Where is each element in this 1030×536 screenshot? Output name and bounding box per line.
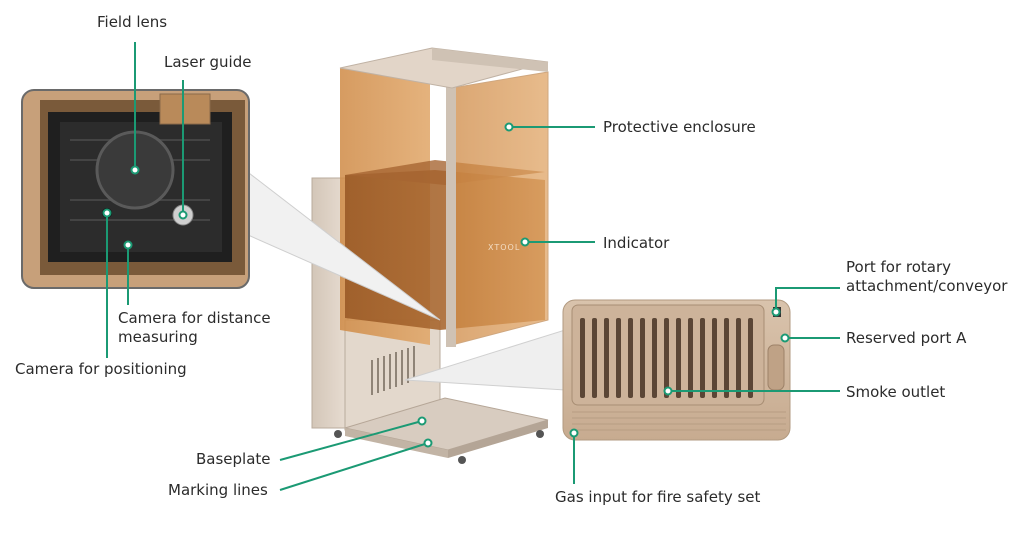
vent-grille-icon bbox=[580, 318, 753, 398]
leader-dots bbox=[102, 122, 790, 448]
back-view bbox=[562, 299, 791, 441]
label-protective-enclosure: Protective enclosure bbox=[603, 118, 756, 136]
label-indicator: Indicator bbox=[603, 234, 670, 252]
label-baseplate: Baseplate bbox=[196, 450, 271, 468]
side-vent bbox=[371, 346, 415, 395]
label-camera-positioning: Camera for positioning bbox=[15, 360, 187, 378]
label-reserved-port: Reserved port A bbox=[846, 329, 967, 347]
label-port-rotary: Port for rotary attachment/conveyor bbox=[846, 258, 1008, 295]
label-camera-distance: Camera for distance measuring bbox=[118, 309, 271, 346]
label-marking-lines: Marking lines bbox=[168, 481, 268, 499]
label-laser-guide: Laser guide bbox=[164, 53, 252, 71]
label-gas-input: Gas input for fire safety set bbox=[555, 488, 761, 506]
machine-body bbox=[311, 47, 549, 464]
label-smoke-outlet: Smoke outlet bbox=[846, 383, 946, 401]
label-field-lens: Field lens bbox=[97, 13, 168, 31]
leader-lines bbox=[106, 42, 840, 491]
xtool-logo: XTOOL bbox=[488, 243, 520, 252]
zoom-inset bbox=[21, 89, 250, 289]
